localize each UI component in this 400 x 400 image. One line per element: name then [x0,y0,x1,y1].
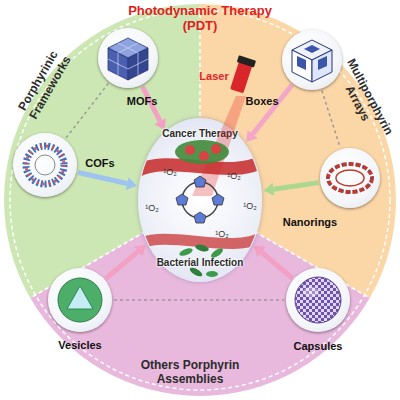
sector-fill [30,200,369,396]
assembly-circle: MOFs [98,28,158,88]
assembly-circle: COFs [13,133,77,197]
singlet-oxygen-label: ¹O₂ [163,167,177,177]
assembly-circle: Boxes [282,30,342,90]
application-ellipse: Cancer TherapyBacterial Infection [138,118,262,282]
circle-label: MOFs [127,95,158,107]
singlet-oxygen-label: ¹O₂ [215,229,229,239]
singlet-oxygen-label: ¹O₂ [243,201,257,211]
center-label: Bacterial Infection [157,257,244,268]
assembly-circle: Vesicles [48,268,112,332]
circle-label: Nanorings [283,216,337,228]
assembly-circle: Nanorings [320,148,380,208]
circle-label: Vesicles [58,339,101,351]
center-label: Cancer Therapy [162,128,238,139]
singlet-oxygen-label: ¹O₂ [227,171,241,181]
diagram-title: Photodynamic Therapy (PDT) [115,3,285,33]
circle-label: COFs [85,157,114,169]
circle-label: Boxes [245,95,278,107]
laser-label: Laser [199,70,228,82]
singlet-oxygen-label: ¹O₂ [145,203,159,213]
sector-label: Others Porphyrin Assemblies [115,358,265,386]
circle-label: Capsules [294,340,343,352]
assembly-circle: Capsules [286,268,350,332]
